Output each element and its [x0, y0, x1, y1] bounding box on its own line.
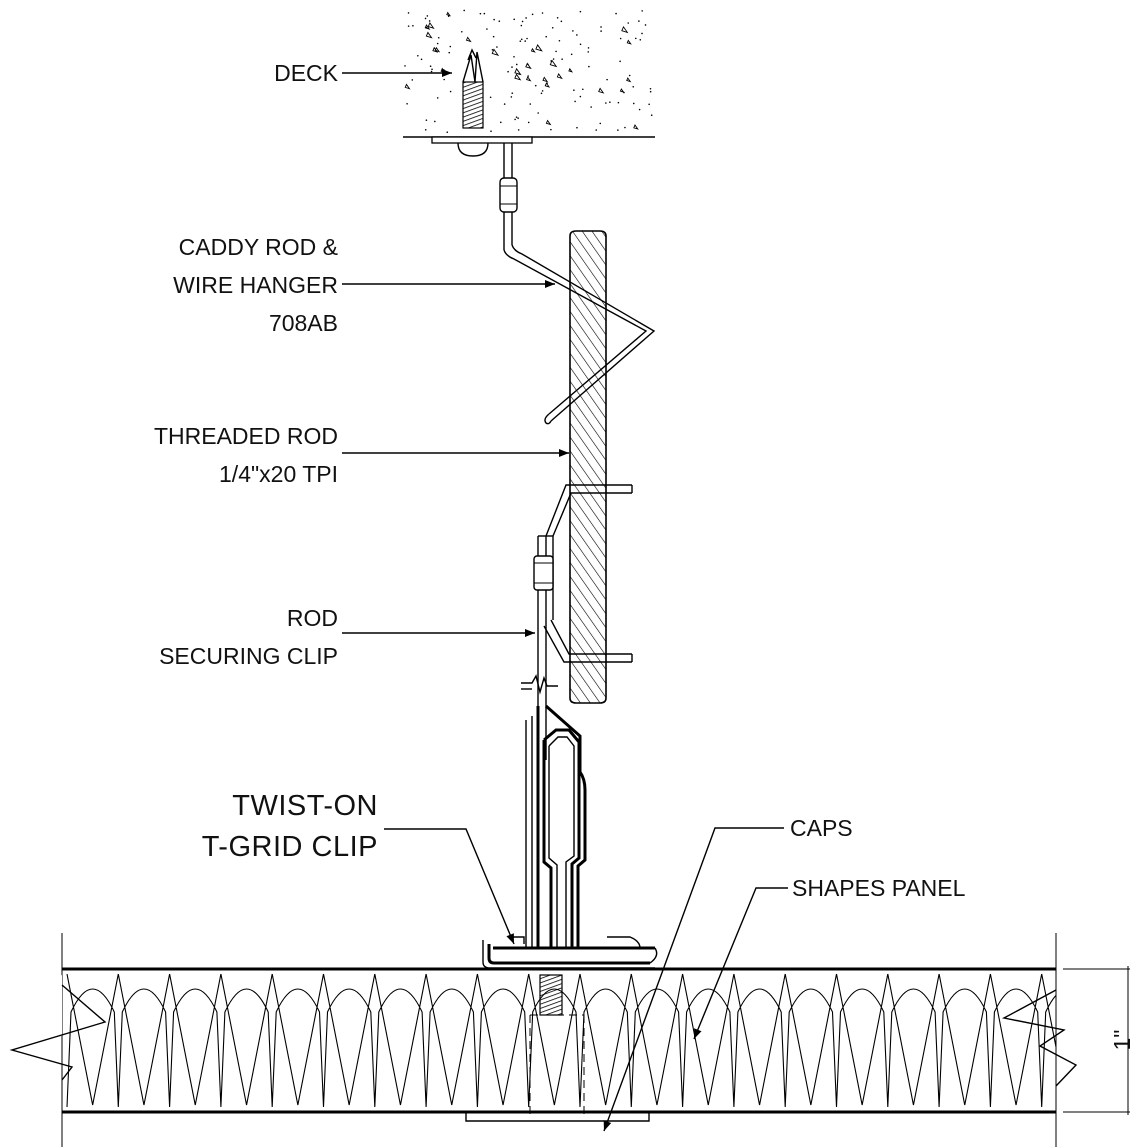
rod-securing-clip	[521, 484, 633, 760]
label-caddy-rod-line1: CADDY ROD &	[179, 234, 338, 260]
label-deck: DECK	[274, 60, 339, 86]
thickness-dimension: 1"	[1063, 966, 1130, 1115]
shapes-panel	[9, 933, 1078, 1147]
callout-labels: DECK CADDY ROD & WIRE HANGER 708AB THREA…	[154, 60, 966, 901]
label-rod-clip-line1: ROD	[287, 605, 338, 631]
label-threaded-rod-line1: THREADED ROD	[154, 423, 338, 449]
label-caps: CAPS	[790, 815, 853, 841]
label-shapes-panel: SHAPES PANEL	[792, 875, 966, 901]
label-caddy-rod-line3: 708AB	[269, 310, 338, 336]
deck-anchor-screw	[431, 48, 533, 157]
twist-on-t-grid-clip	[482, 704, 658, 969]
label-threaded-rod-line2: 1/4"x20 TPI	[219, 461, 338, 487]
insulation-pattern	[66, 973, 1056, 1108]
label-caddy-rod-line2: WIRE HANGER	[173, 272, 338, 298]
label-tgrid-clip-line1: TWIST-ON	[232, 790, 378, 822]
label-tgrid-clip-line2: T-GRID CLIP	[202, 831, 378, 863]
caddy-wire-hanger	[499, 143, 656, 425]
label-rod-clip-line2: SECURING CLIP	[159, 643, 338, 669]
threaded-rod	[569, 230, 607, 704]
leaders	[342, 69, 788, 1132]
dimension-label: 1"	[1109, 1030, 1130, 1051]
concrete-speckles	[404, 9, 653, 134]
deck-concrete	[403, 9, 655, 138]
